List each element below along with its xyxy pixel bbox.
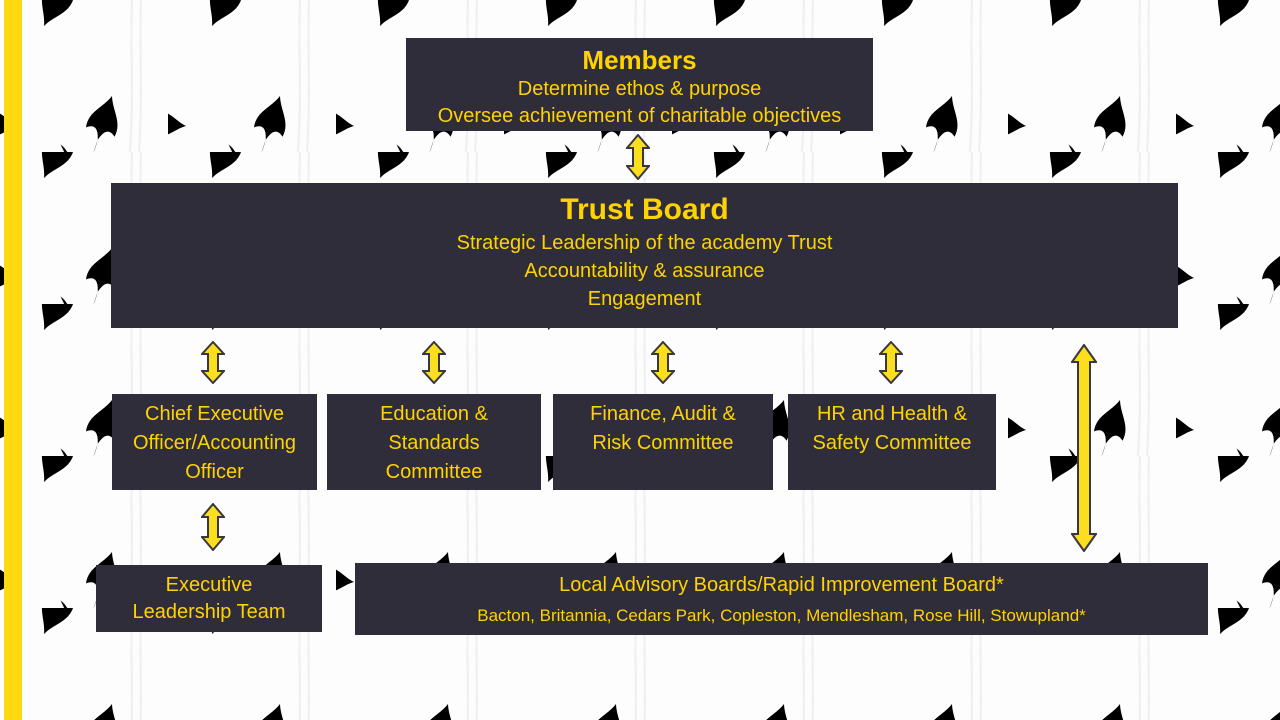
double-arrow-ceo-elt-icon — [201, 503, 225, 551]
trust-board-line: Strategic Leadership of the academy Trus… — [456, 232, 833, 254]
members-line: Determine ethos & purpose — [517, 78, 762, 100]
double-arrow-trust-education-icon — [422, 341, 446, 384]
executive-leadership-team-box: Executive Leadership Team — [96, 565, 322, 632]
local-advisory-title: Local Advisory Boards/Rapid Improvement … — [559, 574, 1004, 596]
committee-box-ceo: Chief Executive Officer/Accounting Offic… — [112, 394, 317, 490]
committee-box-education-standards: Education & Standards Committee — [327, 394, 541, 490]
members-line: Oversee achievement of charitable object… — [437, 105, 842, 127]
left-accent-stripe — [4, 0, 22, 720]
trust-board-title: Trust Board — [560, 193, 729, 226]
members-box: Members Determine ethos & purpose Overse… — [406, 38, 873, 131]
committee-box-finance-audit-risk: Finance, Audit & Risk Committee — [553, 394, 773, 490]
trust-board-box: Trust Board Strategic Leadership of the … — [111, 183, 1178, 328]
double-arrow-trust-hr-icon — [879, 341, 903, 384]
double-arrow-trust-advisory-icon — [1071, 344, 1097, 552]
trust-board-line: Accountability & assurance — [524, 260, 765, 282]
local-advisory-boards-box: Local Advisory Boards/Rapid Improvement … — [355, 563, 1208, 635]
local-advisory-schools-list: Bacton, Britannia, Cedars Park, Coplesto… — [477, 606, 1086, 625]
trust-board-line: Engagement — [587, 288, 702, 310]
double-arrow-trust-ceo-icon — [201, 341, 225, 384]
members-title: Members — [582, 45, 697, 75]
committee-box-hr-health-safety: HR and Health & Safety Committee — [788, 394, 996, 490]
double-arrow-members-trust-icon — [626, 134, 650, 180]
double-arrow-trust-finance-icon — [651, 341, 675, 384]
